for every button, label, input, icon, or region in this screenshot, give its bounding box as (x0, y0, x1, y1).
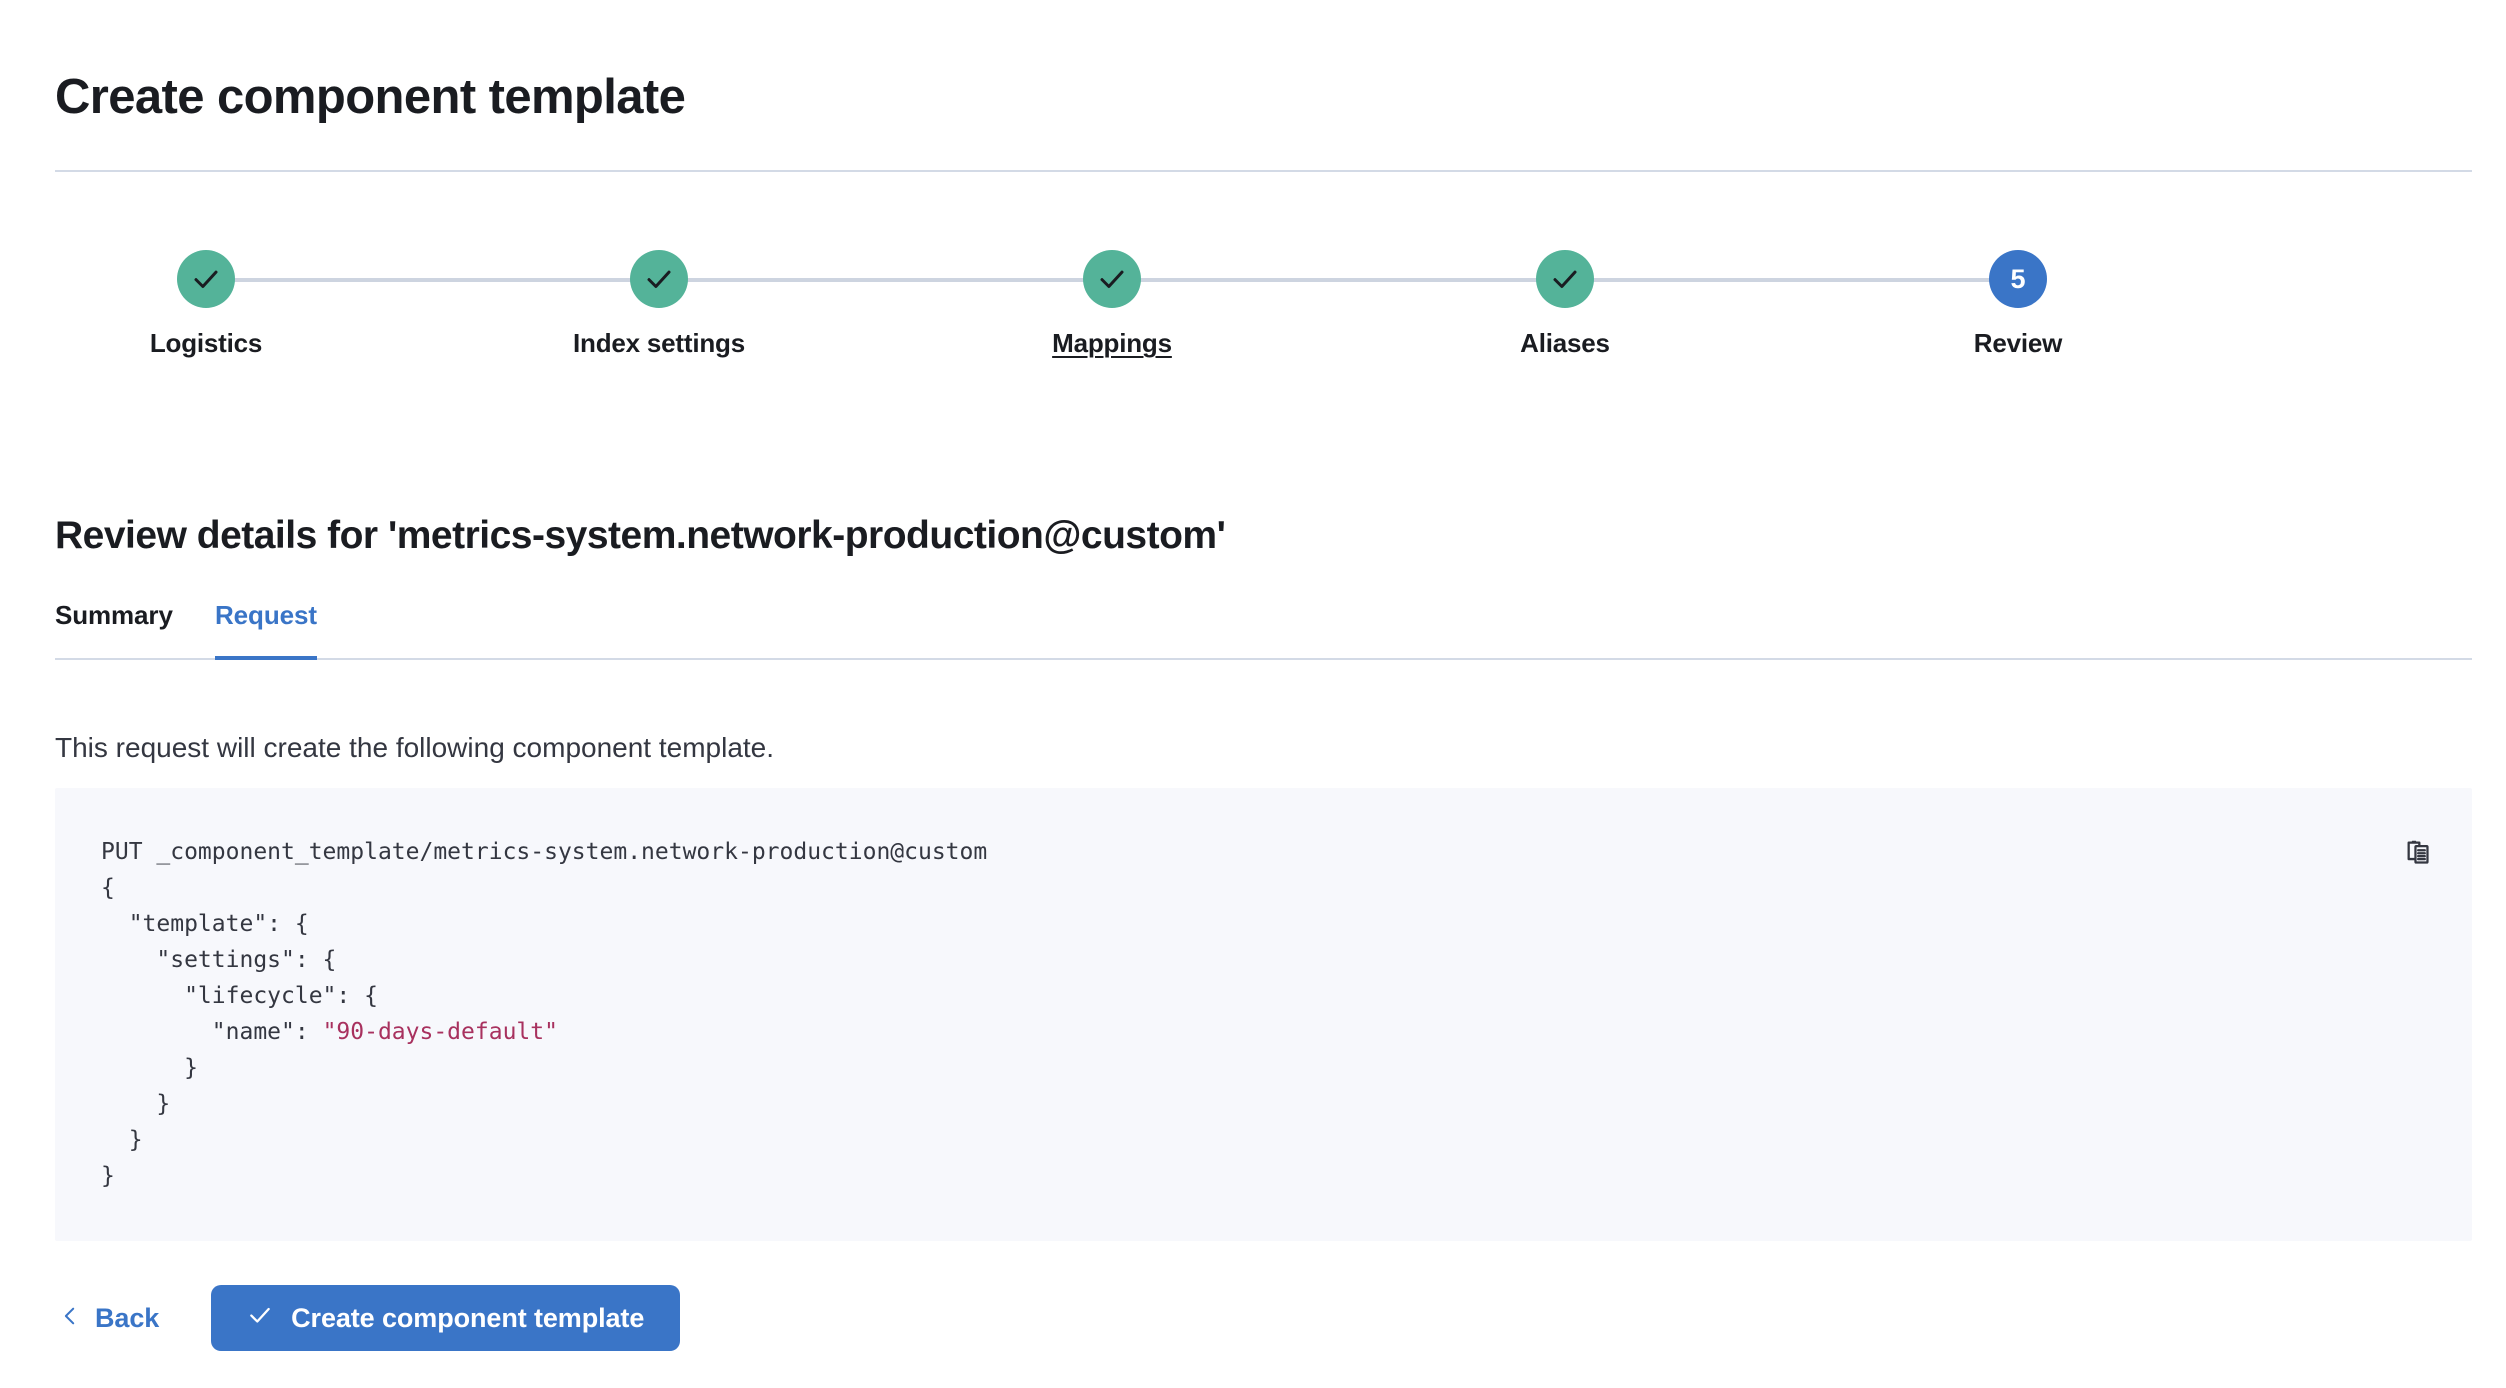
code-line: "template": { (101, 911, 309, 937)
code-method-line: PUT _component_template/metrics-system.n… (101, 839, 988, 865)
page-title: Create component template (55, 69, 686, 124)
step-number: 5 (2010, 263, 2026, 294)
request-code-block: PUT _component_template/metrics-system.n… (55, 788, 2472, 1241)
code-line: { (101, 875, 115, 901)
stepper-step-aliases[interactable]: Aliases (1415, 250, 1715, 359)
header-divider (55, 170, 2472, 172)
step-status-circle (1083, 250, 1141, 308)
back-button-label: Back (95, 1302, 160, 1333)
stepper-step-label: Index settings (572, 328, 745, 358)
check-icon (191, 264, 221, 294)
tabs-divider (55, 658, 2472, 660)
code-string-value: "90-days-default" (322, 1019, 558, 1045)
stepper-step-label: Review (1973, 328, 2063, 358)
step-connector-1 (206, 278, 659, 282)
check-icon (247, 1302, 273, 1335)
request-description: This request will create the following c… (55, 732, 775, 763)
wizard-stepper: Logistics Index settings Mappings (55, 250, 2472, 370)
check-icon (644, 264, 674, 294)
code-line: } (101, 1163, 115, 1189)
create-component-template-button[interactable]: Create component template (211, 1285, 681, 1351)
step-status-circle: 5 (1989, 250, 2047, 308)
stepper-step-label: Aliases (1520, 328, 1610, 358)
step-status-circle (630, 250, 688, 308)
code-line: } (101, 1055, 198, 1081)
step-status-circle (1536, 250, 1594, 308)
review-tabs: Summary Request (55, 598, 2472, 660)
stepper-step-index-settings[interactable]: Index settings (509, 250, 809, 359)
code-line: "settings": { (101, 947, 337, 973)
code-line: "lifecycle": { (101, 983, 378, 1009)
stepper-step-label: Mappings (1052, 328, 1172, 358)
step-connector-2 (659, 278, 1112, 282)
request-code-text[interactable]: PUT _component_template/metrics-system.n… (101, 834, 987, 1194)
footer-actions: Back Create component template (55, 1285, 681, 1351)
code-line: "name": (101, 1019, 323, 1045)
code-line: } (101, 1091, 171, 1117)
check-icon (1550, 264, 1580, 294)
stepper-step-label: Logistics (149, 328, 263, 358)
create-component-template-button-label: Create component template (291, 1302, 645, 1333)
check-icon (1097, 264, 1127, 294)
step-connector-4 (1565, 278, 2018, 282)
stepper-step-mappings[interactable]: Mappings (962, 250, 1262, 359)
stepper-step-review[interactable]: 5 Review (1868, 250, 2168, 359)
step-connector-3 (1112, 278, 1565, 282)
chevron-left-icon (59, 1303, 81, 1334)
stepper-step-logistics[interactable]: Logistics (56, 250, 356, 359)
tab-summary[interactable]: Summary (55, 600, 173, 630)
step-status-circle (177, 250, 235, 308)
tab-request[interactable]: Request (215, 598, 317, 660)
back-button[interactable]: Back (55, 1297, 163, 1340)
review-details-heading: Review details for 'metrics-system.netwo… (55, 514, 1226, 558)
code-line: } (101, 1127, 143, 1153)
copy-clipboard-icon[interactable] (2396, 830, 2444, 878)
